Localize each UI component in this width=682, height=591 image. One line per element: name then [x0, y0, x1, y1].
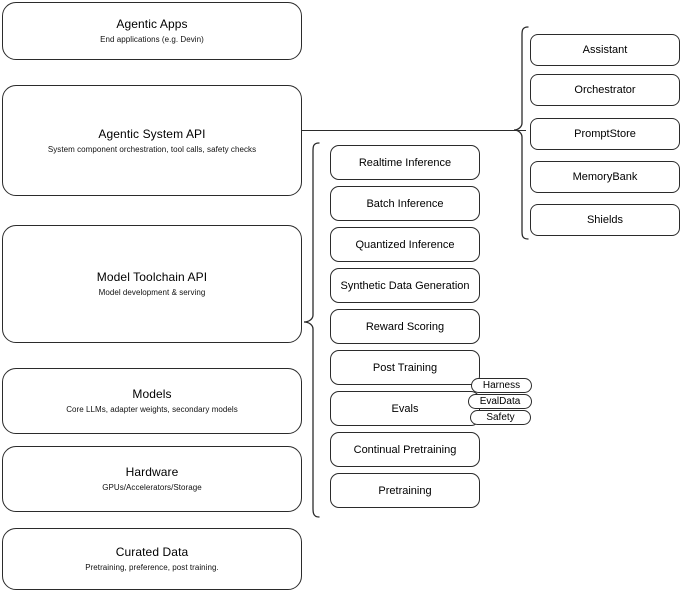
capability-realtime-inference[interactable]: Realtime Inference	[330, 145, 480, 180]
layer-title: Hardware	[125, 465, 179, 479]
layer-subtitle: Core LLMs, adapter weights, secondary mo…	[66, 405, 238, 414]
layer-subtitle: System component orchestration, tool cal…	[47, 144, 257, 154]
connector-system-api-to-components	[302, 130, 526, 132]
capability-label: Quantized Inference	[355, 238, 455, 251]
capability-label: Post Training	[372, 361, 438, 374]
component-label: Shields	[586, 214, 624, 226]
capability-continual-pretraining[interactable]: Continual Pretraining	[330, 432, 480, 467]
component-orchestrator[interactable]: Orchestrator	[530, 74, 680, 106]
capability-label: Pretraining	[378, 484, 432, 497]
component-label: MemoryBank	[572, 171, 638, 183]
component-label: PromptStore	[574, 128, 636, 140]
layer-title: Model Toolchain API	[96, 270, 208, 284]
layer-title: Curated Data	[115, 545, 189, 559]
capability-pretraining[interactable]: Pretraining	[330, 473, 480, 508]
layer-agentic-system-api[interactable]: Agentic System API System component orch…	[2, 85, 302, 196]
badge-label: Safety	[486, 412, 515, 423]
capability-batch-inference[interactable]: Batch Inference	[330, 186, 480, 221]
component-label: Orchestrator	[574, 84, 636, 96]
capability-label: Reward Scoring	[365, 320, 445, 333]
layer-subtitle: Pretraining, preference, post training.	[85, 563, 219, 572]
badge-harness[interactable]: Harness	[471, 378, 532, 393]
capability-post-training[interactable]: Post Training	[330, 350, 480, 385]
capability-label: Evals	[391, 402, 419, 415]
component-shields[interactable]: Shields	[530, 204, 680, 236]
capability-reward-scoring[interactable]: Reward Scoring	[330, 309, 480, 344]
badge-label: Harness	[482, 380, 521, 391]
layer-title: Agentic System API	[98, 126, 206, 141]
badge-label: EvalData	[479, 396, 521, 407]
capability-evals[interactable]: Evals	[330, 391, 480, 426]
layer-model-toolchain-api[interactable]: Model Toolchain API Model development & …	[2, 225, 302, 343]
capability-label: Realtime Inference	[358, 156, 452, 169]
capability-label: Batch Inference	[366, 197, 444, 210]
capability-quantized-inference[interactable]: Quantized Inference	[330, 227, 480, 262]
component-memorybank[interactable]: MemoryBank	[530, 161, 680, 193]
capability-label: Continual Pretraining	[353, 443, 457, 456]
badge-evaldata[interactable]: EvalData	[468, 394, 532, 409]
layer-models[interactable]: Models Core LLMs, adapter weights, secon…	[2, 368, 302, 434]
component-assistant[interactable]: Assistant	[530, 34, 680, 66]
brace-toolchain-capabilities	[302, 142, 320, 518]
layer-title: Models	[132, 387, 172, 401]
brace-system-components	[513, 26, 529, 240]
layer-subtitle: Model development & serving	[98, 288, 206, 297]
component-promptstore[interactable]: PromptStore	[530, 118, 680, 150]
capability-label: Synthetic Data Generation	[340, 279, 470, 292]
component-label: Assistant	[582, 44, 628, 56]
layer-agentic-apps[interactable]: Agentic Apps End applications (e.g. Devi…	[2, 2, 302, 60]
layer-subtitle: End applications (e.g. Devin)	[100, 35, 204, 44]
layer-subtitle: GPUs/Accelerators/Storage	[102, 483, 202, 492]
layer-title: Agentic Apps	[116, 17, 188, 31]
badge-safety[interactable]: Safety	[470, 410, 531, 425]
capability-synthetic-data-generation[interactable]: Synthetic Data Generation	[330, 268, 480, 303]
layer-hardware[interactable]: Hardware GPUs/Accelerators/Storage	[2, 446, 302, 512]
layer-curated-data[interactable]: Curated Data Pretraining, preference, po…	[2, 528, 302, 590]
